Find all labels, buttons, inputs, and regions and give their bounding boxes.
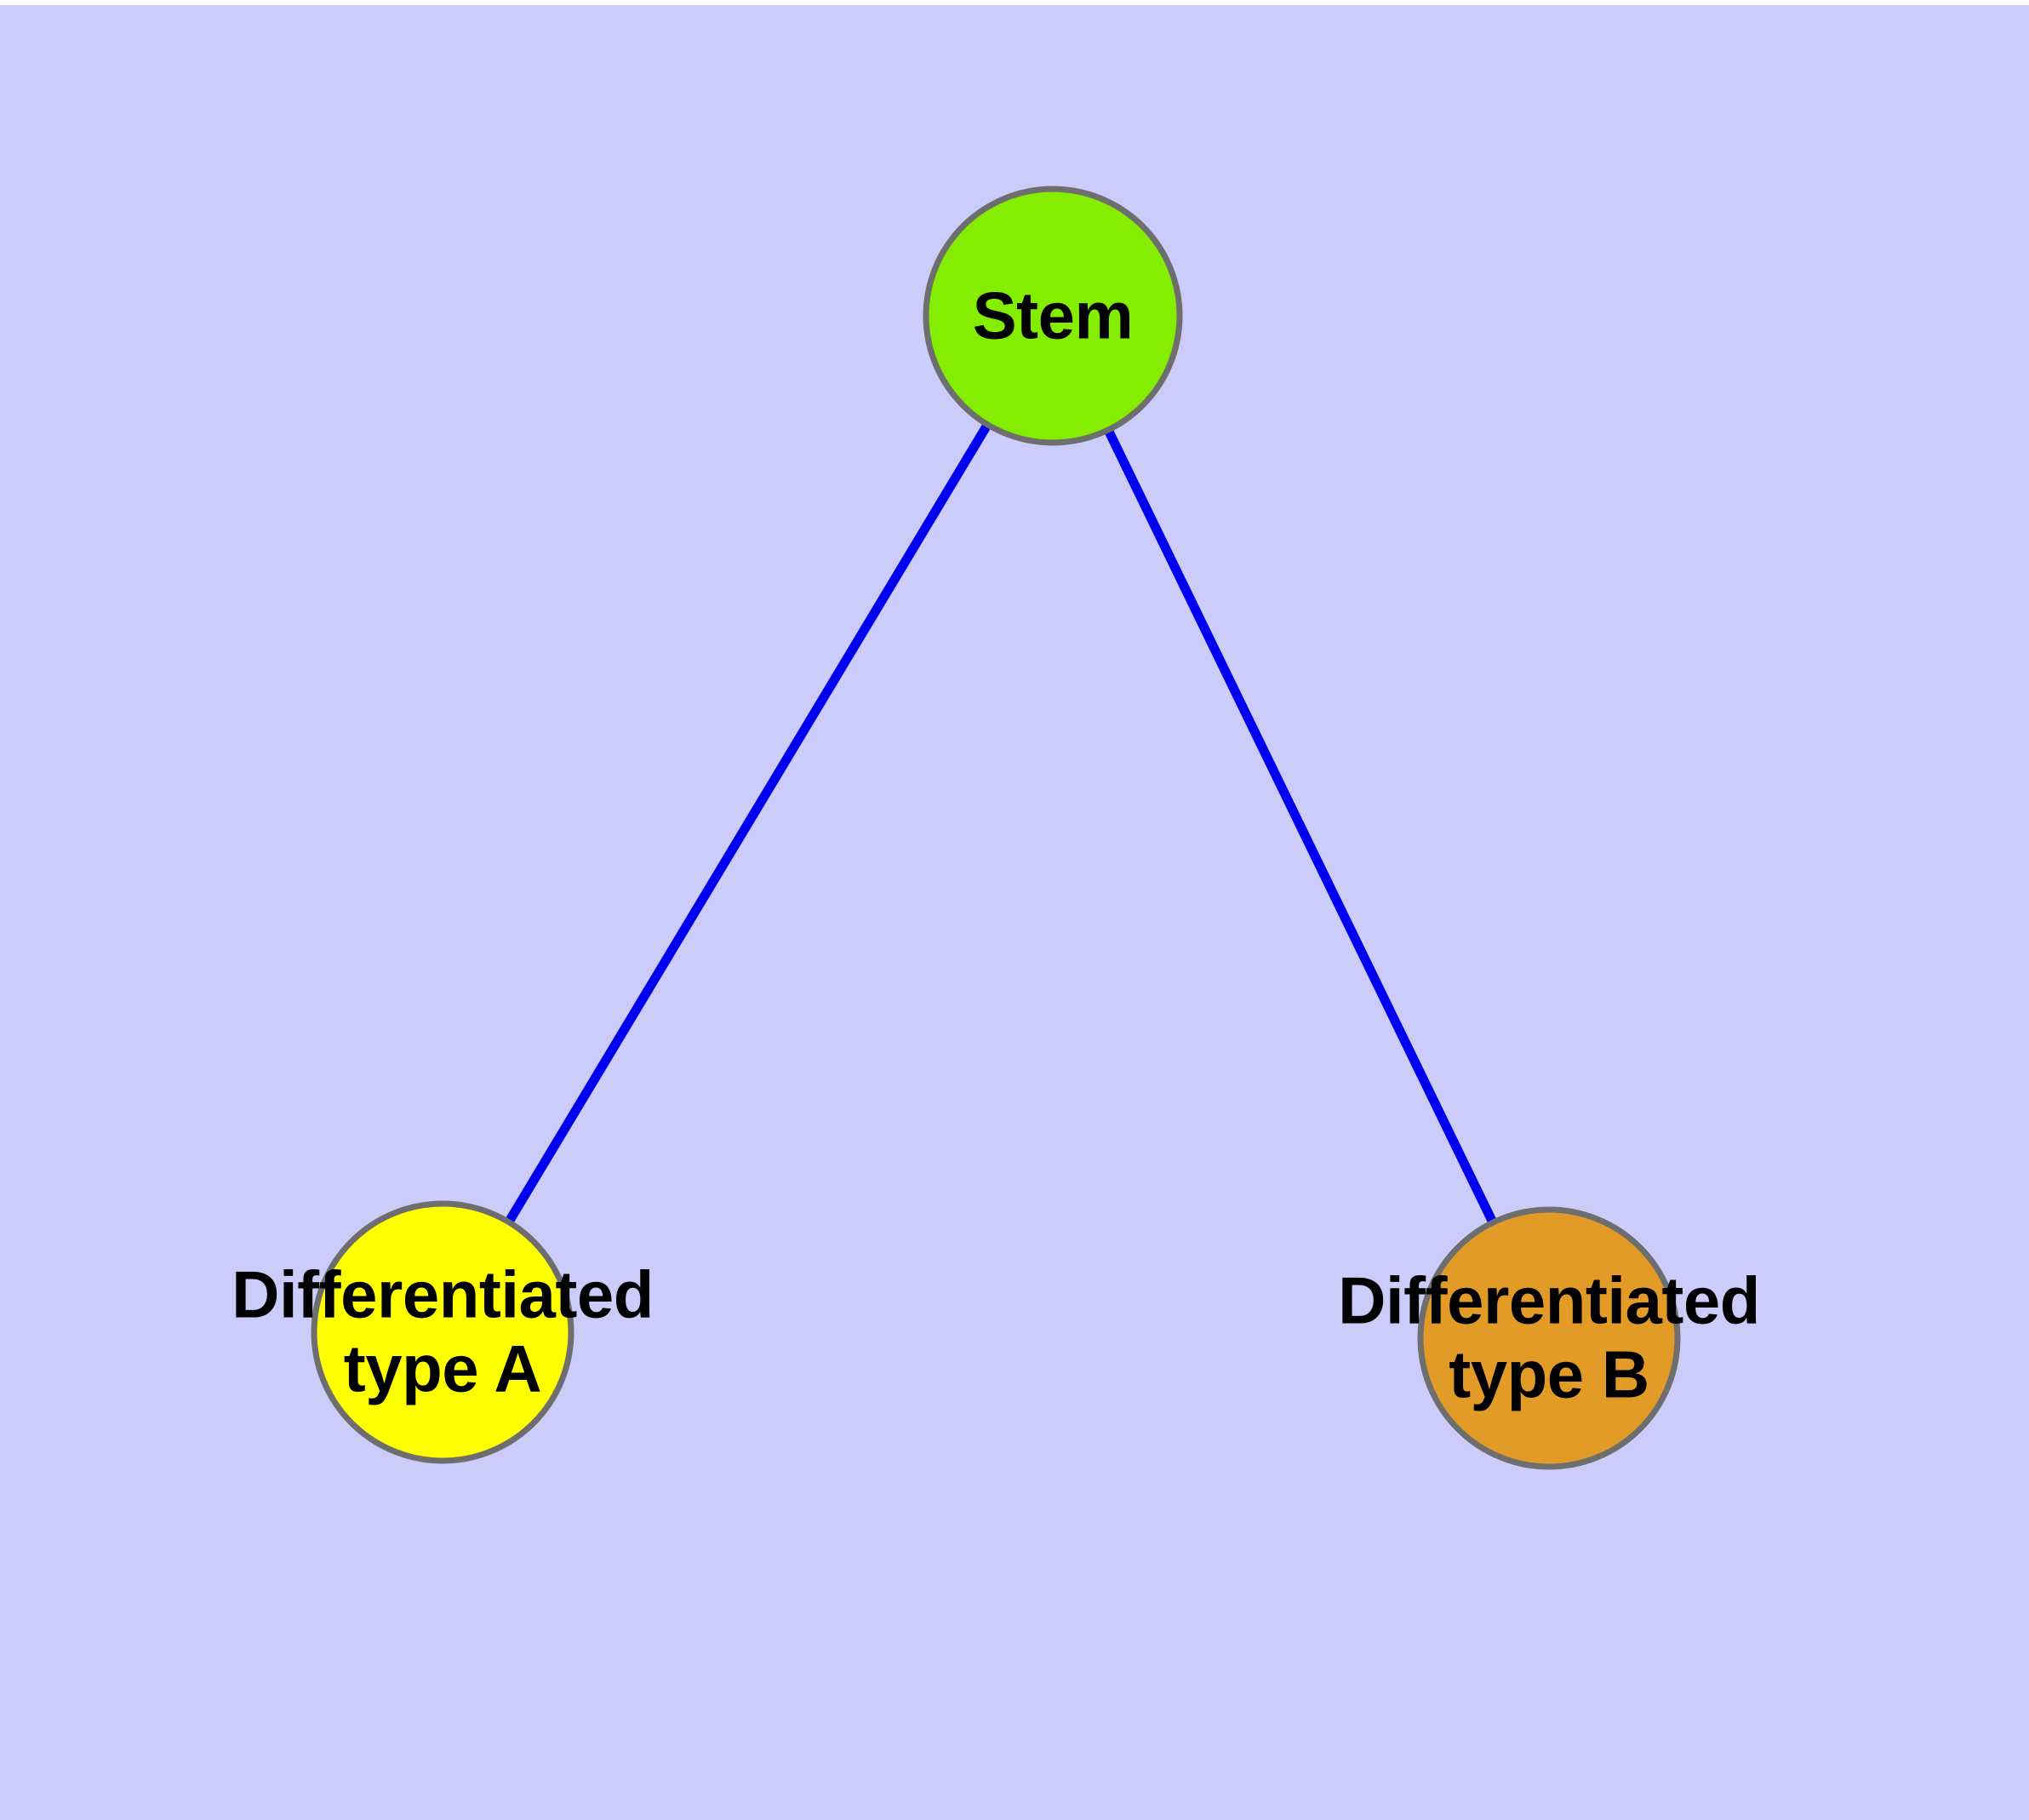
- graph-edge-stem-to-diff_a[interactable]: [503, 421, 993, 1227]
- graph-node-diff_a[interactable]: [311, 1200, 574, 1464]
- graph-node-stem[interactable]: [923, 186, 1183, 446]
- graph-svg: [311, 186, 1681, 1470]
- edges-group: [503, 421, 1498, 1227]
- graph-node-diff_b[interactable]: [1417, 1206, 1681, 1470]
- graph-edge-stem-to-diff_b[interactable]: [1103, 426, 1498, 1227]
- nodes-group: [311, 186, 1681, 1470]
